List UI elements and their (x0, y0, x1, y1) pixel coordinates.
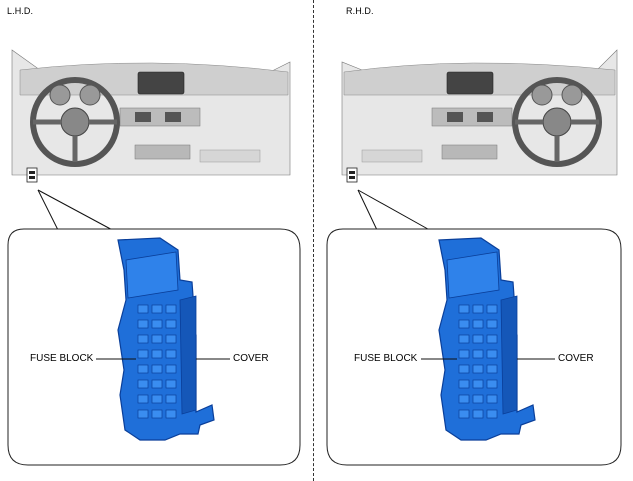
lhd-title: L.H.D. (7, 6, 34, 16)
lhd-dashboard (11, 49, 291, 183)
lhd-fuse-block-label: FUSE BLOCK (30, 353, 94, 364)
rhd-illustration (326, 49, 622, 466)
rhd-panel: R.H.D. (317, 0, 633, 481)
lhd-panel: L.H.D. (0, 0, 316, 481)
rhd-cover-label: COVER (558, 353, 594, 364)
lhd-illustration (7, 49, 301, 466)
lhd-cover-label: COVER (233, 353, 269, 364)
panel-divider (313, 0, 314, 481)
rhd-fuse-block (438, 237, 536, 441)
rhd-fuse-block-label: FUSE BLOCK (354, 353, 418, 364)
lhd-fuse-block (117, 237, 215, 441)
rhd-dashboard (341, 49, 618, 183)
rhd-title: R.H.D. (346, 6, 374, 16)
